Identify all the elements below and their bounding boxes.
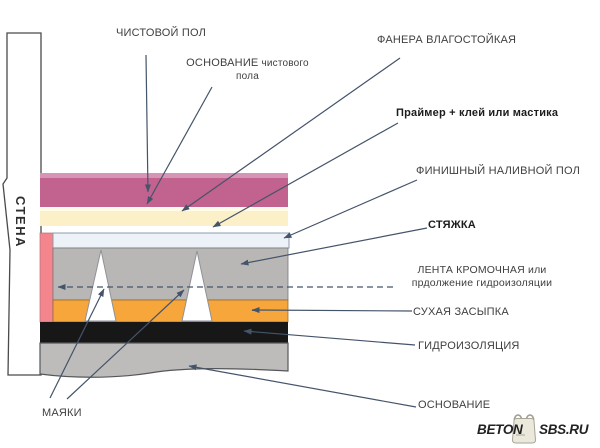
wall-shape	[2, 32, 42, 376]
beacon-triangle-1	[84, 249, 117, 322]
arrow-primer	[212, 122, 399, 228]
arrow-dry-fill	[251, 307, 413, 314]
label-finished-floor-base-caps: ОСНОВАНИЕ	[186, 57, 259, 69]
waterproofing-layer	[40, 322, 288, 343]
beacon-triangle-2	[181, 250, 213, 322]
label-edge-tape-line1: ЛЕНТА КРОМОЧНАЯ или	[417, 264, 547, 276]
label-beacons: МАЯКИ	[42, 407, 82, 419]
label-finished-floor-base: ОСНОВАНИЕ чистового пола	[175, 57, 320, 83]
label-edge-tape: ЛЕНТА КРОМОЧНАЯ или прдолжение гидроизол…	[393, 264, 571, 290]
label-finished-floor-base-rest: чистового пола	[236, 58, 309, 82]
arrow-base	[188, 364, 417, 408]
arrow-finished-floor-base	[146, 86, 213, 205]
label-finished-floor: ЧИСТОВОЙ ПОЛ	[116, 27, 207, 39]
label-wall: СТЕНА	[13, 196, 28, 248]
arrow-waterproofing	[243, 328, 416, 346]
label-edge-tape-line2: прдолжение гидроизоляции	[411, 277, 553, 290]
arrow-finished-floor	[144, 54, 151, 193]
finished-floor-layer	[40, 178, 288, 207]
label-primer: Праймер + клей или мастика	[396, 107, 559, 119]
finished-floor-layer-top	[40, 173, 288, 178]
label-base: ОСНОВАНИЕ	[418, 399, 491, 411]
arrow-screed	[240, 227, 428, 266]
cement-bag-icon	[511, 414, 537, 444]
screed-layer	[52, 247, 289, 301]
arrow-self-leveling	[283, 179, 418, 239]
logo-text-sbsru: SBS.RU	[539, 422, 589, 437]
label-plywood: ФАНЕРА ВЛАГОСТОЙКАЯ	[377, 34, 517, 46]
edge-tape-strip	[39, 232, 54, 323]
plywood-layer-top	[40, 207, 288, 211]
self-leveling-layer	[52, 232, 290, 249]
base-layer	[39, 342, 289, 378]
arrow-plywood	[181, 57, 401, 212]
label-dry-fill: СУХАЯ ЗАСЫПКА	[413, 306, 509, 318]
plywood-layer	[40, 211, 288, 226]
label-screed: СТЯЖКА	[428, 219, 476, 231]
label-self-leveling: ФИНИШНЫЙ НАЛИВНОЙ ПОЛ	[416, 165, 581, 177]
arrow-beacon-2	[66, 289, 185, 400]
arrow-beacon-1	[49, 288, 105, 399]
logo-text-beton: BETON	[477, 422, 523, 437]
callout-arrows	[49, 54, 428, 408]
label-waterproofing: ГИДРОИЗОЛЯЦИЯ	[418, 340, 520, 352]
